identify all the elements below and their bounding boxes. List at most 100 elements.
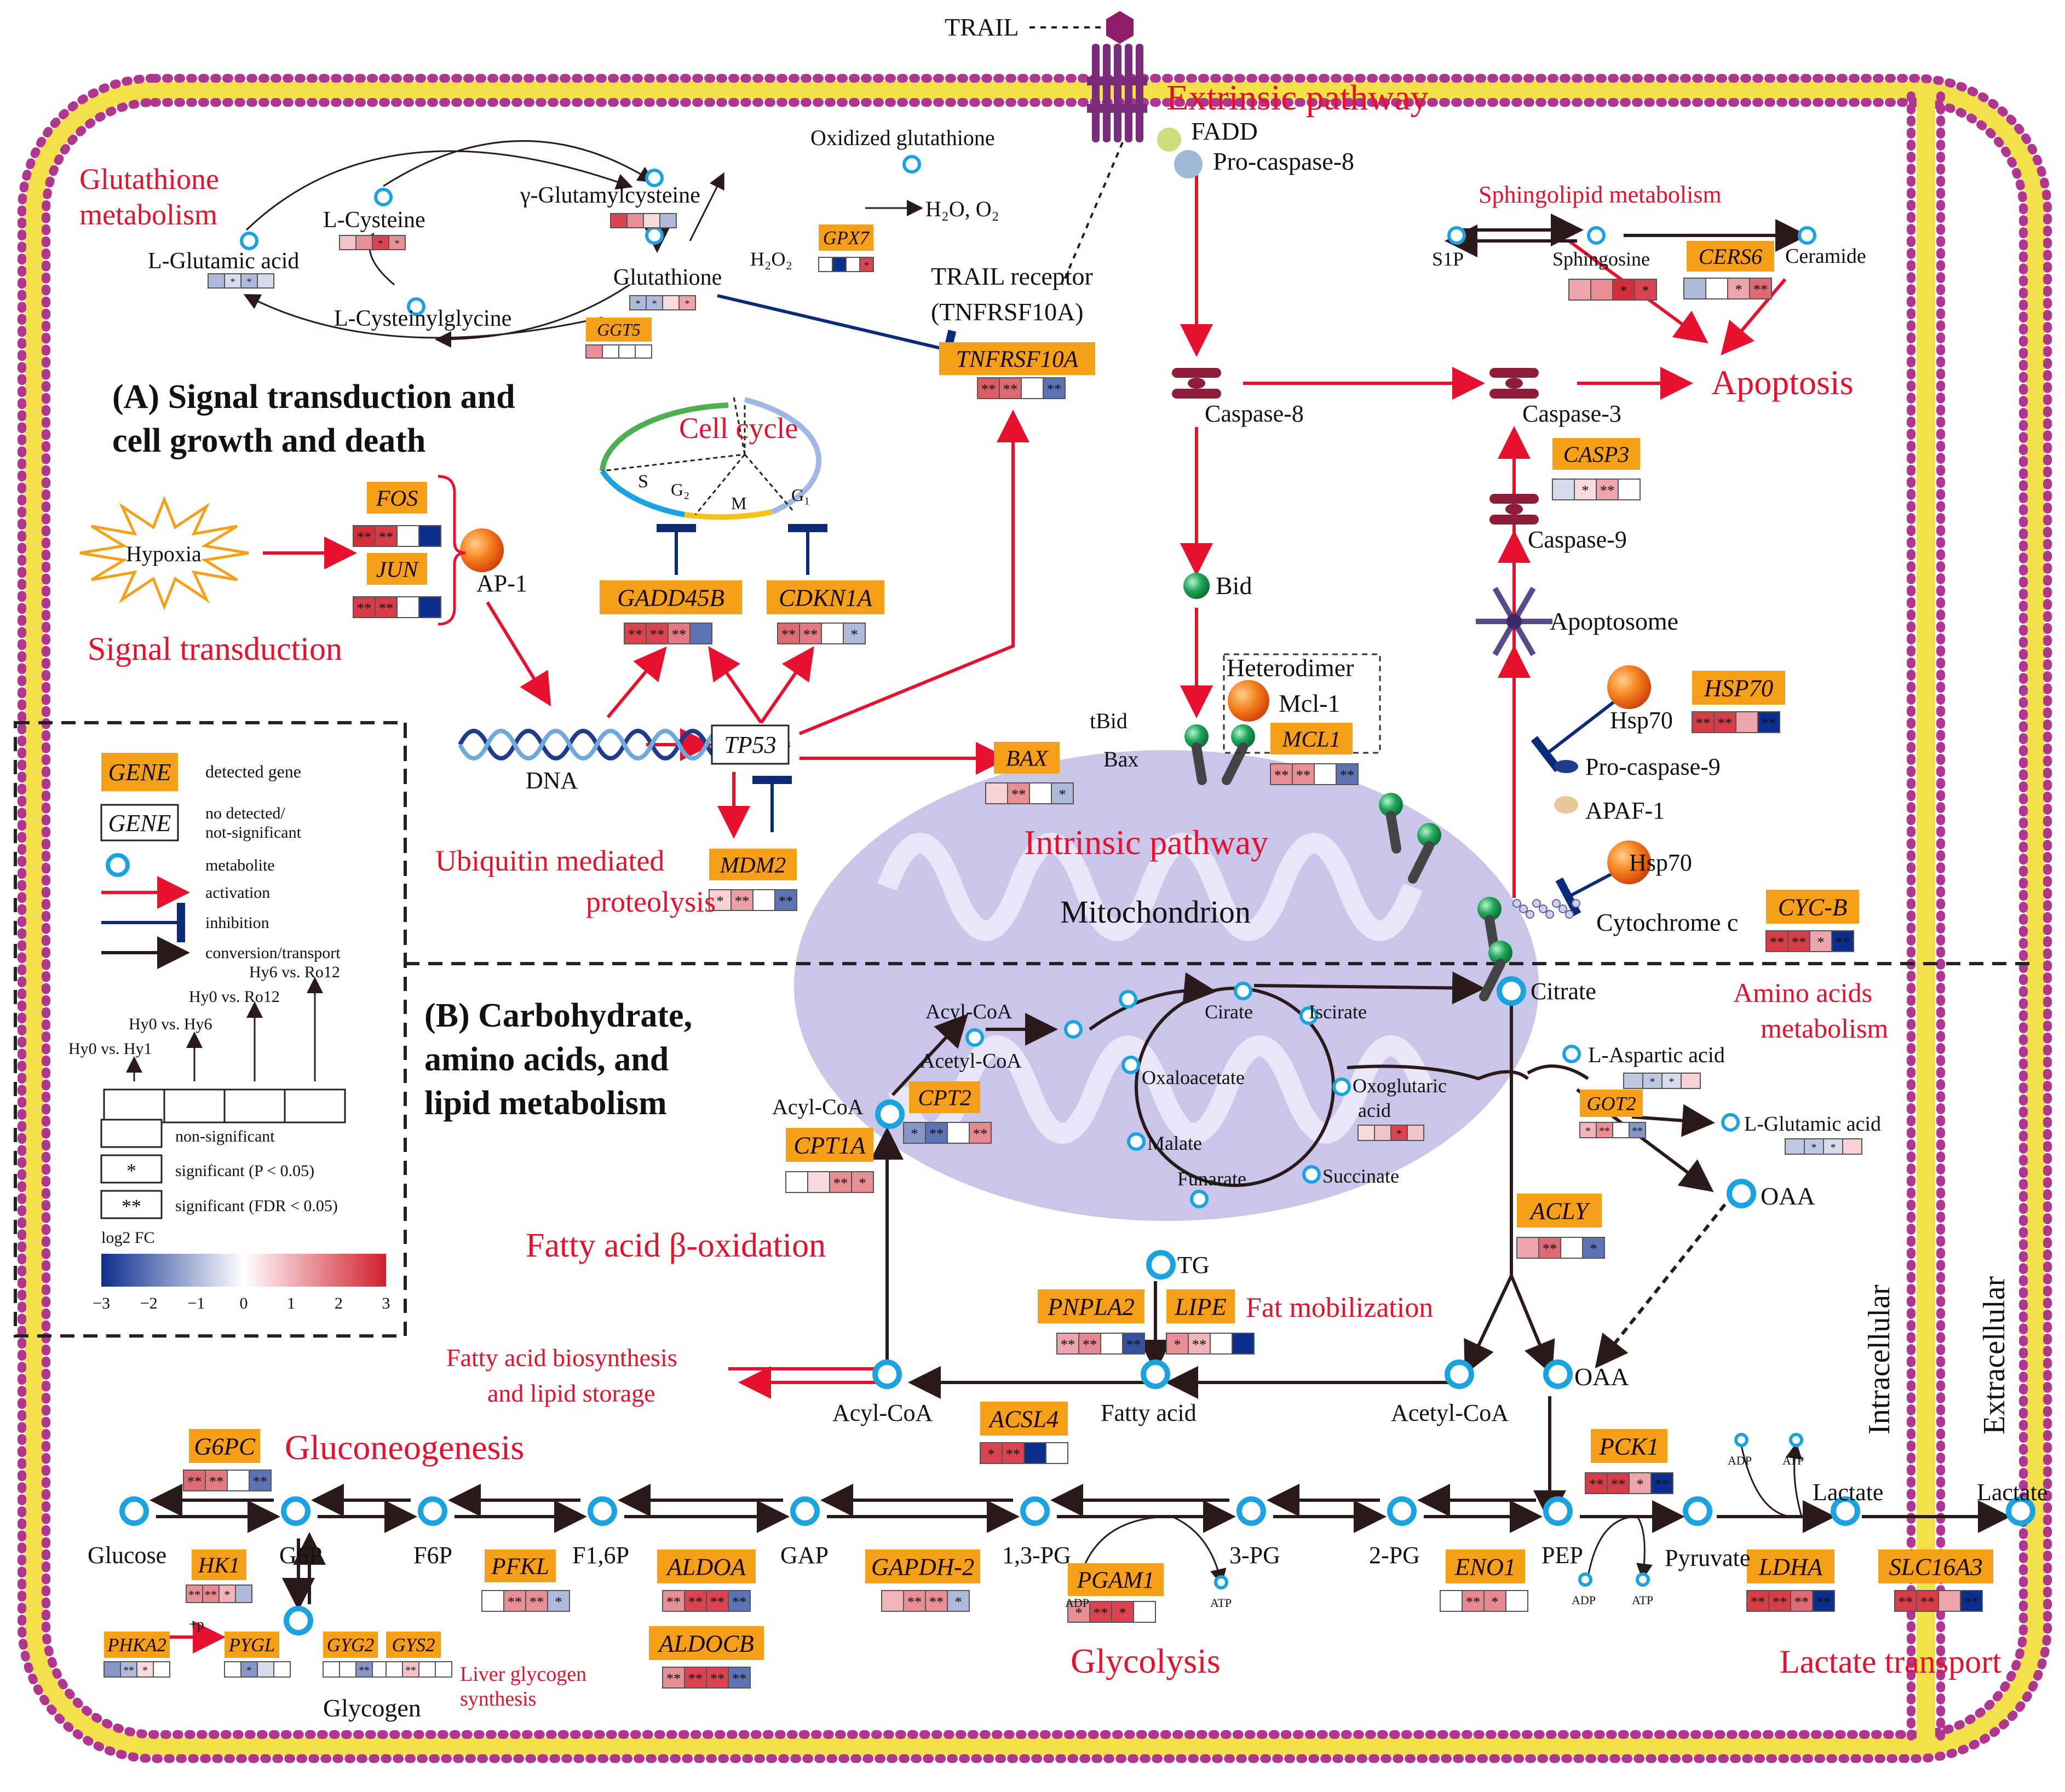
cytc-dot-9 xyxy=(1572,899,1580,908)
heatmap-hsp70-sig-3: ** xyxy=(1762,715,1776,731)
text-labels-malate: Malate xyxy=(1147,1132,1202,1154)
text-pathways-amino_1: Amino acids xyxy=(1733,977,1872,1008)
heatmap-pgam1-cell-2 xyxy=(1111,1601,1134,1623)
r-citrate xyxy=(1497,976,1526,1006)
metabolite-heatmap-lglu-cell-0 xyxy=(208,273,225,289)
heatmap-lipe-cell-3 xyxy=(1232,1333,1255,1355)
heatmap-gapdh-2-cell-2 xyxy=(925,1590,948,1612)
heatmap-tnfrsf10a-cell-0 xyxy=(977,377,1000,399)
bcl2-protein-4 xyxy=(1477,897,1502,921)
text-legend-sig2: significant (FDR < 0.05) xyxy=(175,1197,338,1215)
cytc-dot-1 xyxy=(1519,904,1528,913)
heatmap-g6pc-cell-2 xyxy=(227,1470,250,1491)
text-labels-lactate_out: Lactate xyxy=(1977,1479,2047,1506)
text-labels-sphingosine: Sphingosine xyxy=(1552,248,1650,270)
heatmap-mdm2-cell-0 xyxy=(709,889,732,911)
heatmap-cyc-b: ******* xyxy=(1765,930,1854,952)
membrane-outer-heads xyxy=(18,74,2052,1763)
gene-box-mdm2 xyxy=(709,849,797,880)
heatmap-cyc-b-cell-0 xyxy=(1765,930,1788,952)
gene-casp3: CASP3 xyxy=(1552,438,1640,470)
heatmap-phka2-cell-0 xyxy=(103,1661,121,1678)
text-labels-trail: TRAIL xyxy=(945,13,1019,41)
metabolite-heatmap-gglu xyxy=(610,213,677,228)
text-pathways-ubiquitin_1: Ubiquitin mediated xyxy=(435,844,664,877)
text-legend-cmp4: Hy6 vs. Ro12 xyxy=(249,963,340,981)
text-pathways-fat_mob: Fat mobilization xyxy=(1246,1292,1433,1323)
ap1-bracket xyxy=(438,475,466,626)
protein-stem-3 xyxy=(1408,841,1434,884)
heatmap-pck1-sig-1: ** xyxy=(1611,1476,1626,1493)
text-labels-f6p: F6P xyxy=(413,1542,452,1569)
text-labels-oxoglut_2: acid xyxy=(1358,1099,1391,1121)
gene-hsp70: HSP70 xyxy=(1692,671,1785,705)
text-labels-acetylcoa_b: Acetyl-CoA xyxy=(1391,1399,1509,1426)
heatmap-cpt1a-cell-1 xyxy=(807,1171,830,1193)
legend-cmp-cell-2 xyxy=(223,1088,286,1123)
r-3pg xyxy=(1236,1496,1266,1526)
text-pathways-liver_gly_2: synthesis xyxy=(460,1687,536,1710)
gene-pgam1: PGAM1 xyxy=(1068,1563,1164,1596)
gene-box-cers6 xyxy=(1687,241,1774,272)
text-labels-ceramide: Ceramide xyxy=(1785,245,1866,268)
heatmap-pgam1-sig-0: * xyxy=(1075,1605,1082,1621)
r-oaa-bot xyxy=(1543,1359,1573,1389)
legend-tick-5: 2 xyxy=(335,1294,343,1312)
text-labels-citrate: Citrate xyxy=(1531,978,1596,1005)
gene-box-lipe xyxy=(1166,1289,1235,1323)
heatmap-pnpla2-sig-1: ** xyxy=(1083,1336,1097,1353)
hsp70-b-icon xyxy=(1607,840,1651,884)
heatmap-jun-cell-3 xyxy=(418,596,441,618)
text-labels-hsp70_b: Hsp70 xyxy=(1629,849,1692,876)
heatmap-fos-cell-2 xyxy=(396,525,419,547)
heatmap-casp3-sig-2: ** xyxy=(1600,482,1615,499)
gene-label-lipe: LIPE xyxy=(1174,1293,1226,1321)
gene-label-cpt2: CPT2 xyxy=(918,1086,971,1111)
r-f16p xyxy=(588,1496,617,1526)
text-titles-section_b_2: amino acids, and xyxy=(424,1041,669,1078)
heatmap-eno1-sig-1: ** xyxy=(1466,1594,1481,1610)
text-labels-funarate: Funarate xyxy=(1177,1168,1246,1190)
membrane-core xyxy=(25,81,2045,1756)
r-acetylcoa-m xyxy=(1064,1020,1083,1039)
text-pathways-fatty_ox: Fatty acid β-oxidation xyxy=(526,1227,826,1264)
text-labels-procasp9: Pro-caspase-9 xyxy=(1585,753,1721,780)
section-dividers xyxy=(14,721,2037,1338)
r-atp3 xyxy=(1789,1433,1803,1447)
heatmap-acly: *** xyxy=(1516,1237,1605,1259)
text-titles-section_b_1: (B) Carbohydrate, xyxy=(424,997,692,1034)
heatmap-gyg2: ** xyxy=(323,1661,389,1678)
r-glycogen xyxy=(284,1606,313,1635)
gene-box-fos xyxy=(367,482,427,514)
heatmap-ggt5-cell-1 xyxy=(602,344,619,359)
mcl1-icon xyxy=(1228,680,1269,722)
r-acylcoa-m xyxy=(965,1028,984,1047)
gene-box-cyc-b xyxy=(1766,890,1859,924)
heatmap-bax-cell-3 xyxy=(1051,782,1074,804)
text-labels-gglu: γ-Glutamylcysteine xyxy=(520,183,700,208)
heatmap-pgam1-sig-1: ** xyxy=(1094,1605,1108,1621)
text-labels-tbid: tBid xyxy=(1090,708,1128,733)
heatmap-slc16a3-sig-1: ** xyxy=(1920,1594,1935,1610)
heatmap-aldocb: ******** xyxy=(662,1667,751,1689)
gene-box-gyg2 xyxy=(323,1632,378,1658)
bcl2-protein-2 xyxy=(1379,793,1403,817)
text-legend-star2: ** xyxy=(122,1195,141,1217)
text-labels-adp3: ADP xyxy=(1728,1454,1752,1467)
heatmap-mdm2-sig-1: ** xyxy=(735,893,750,909)
gene-box-phka2 xyxy=(104,1632,170,1658)
gene-box-gapdh-2 xyxy=(865,1549,980,1583)
arrow-lglu-gglu xyxy=(245,150,633,231)
text-legend-sig1: significant (P < 0.05) xyxy=(175,1162,314,1180)
heatmap-cdkn1a-cell-1 xyxy=(799,623,822,644)
metabolite-heatmap-lcys-sig-3: * xyxy=(394,238,399,249)
r-lglu xyxy=(240,232,258,250)
heatmap-g6pc: ****** xyxy=(183,1470,272,1491)
legend-nonsig-box xyxy=(100,1119,163,1148)
gene-box-jun xyxy=(367,553,427,585)
heatmap-g6pc-sig-1: ** xyxy=(209,1473,224,1490)
heatmap-jun-sig-1: ** xyxy=(379,600,394,616)
heatmap-gys2-cell-0 xyxy=(386,1661,403,1678)
gene-cpt1a: CPT1A xyxy=(786,1128,873,1162)
text-pathways-sphingolipid: Sphingolipid metabolism xyxy=(1479,181,1722,208)
